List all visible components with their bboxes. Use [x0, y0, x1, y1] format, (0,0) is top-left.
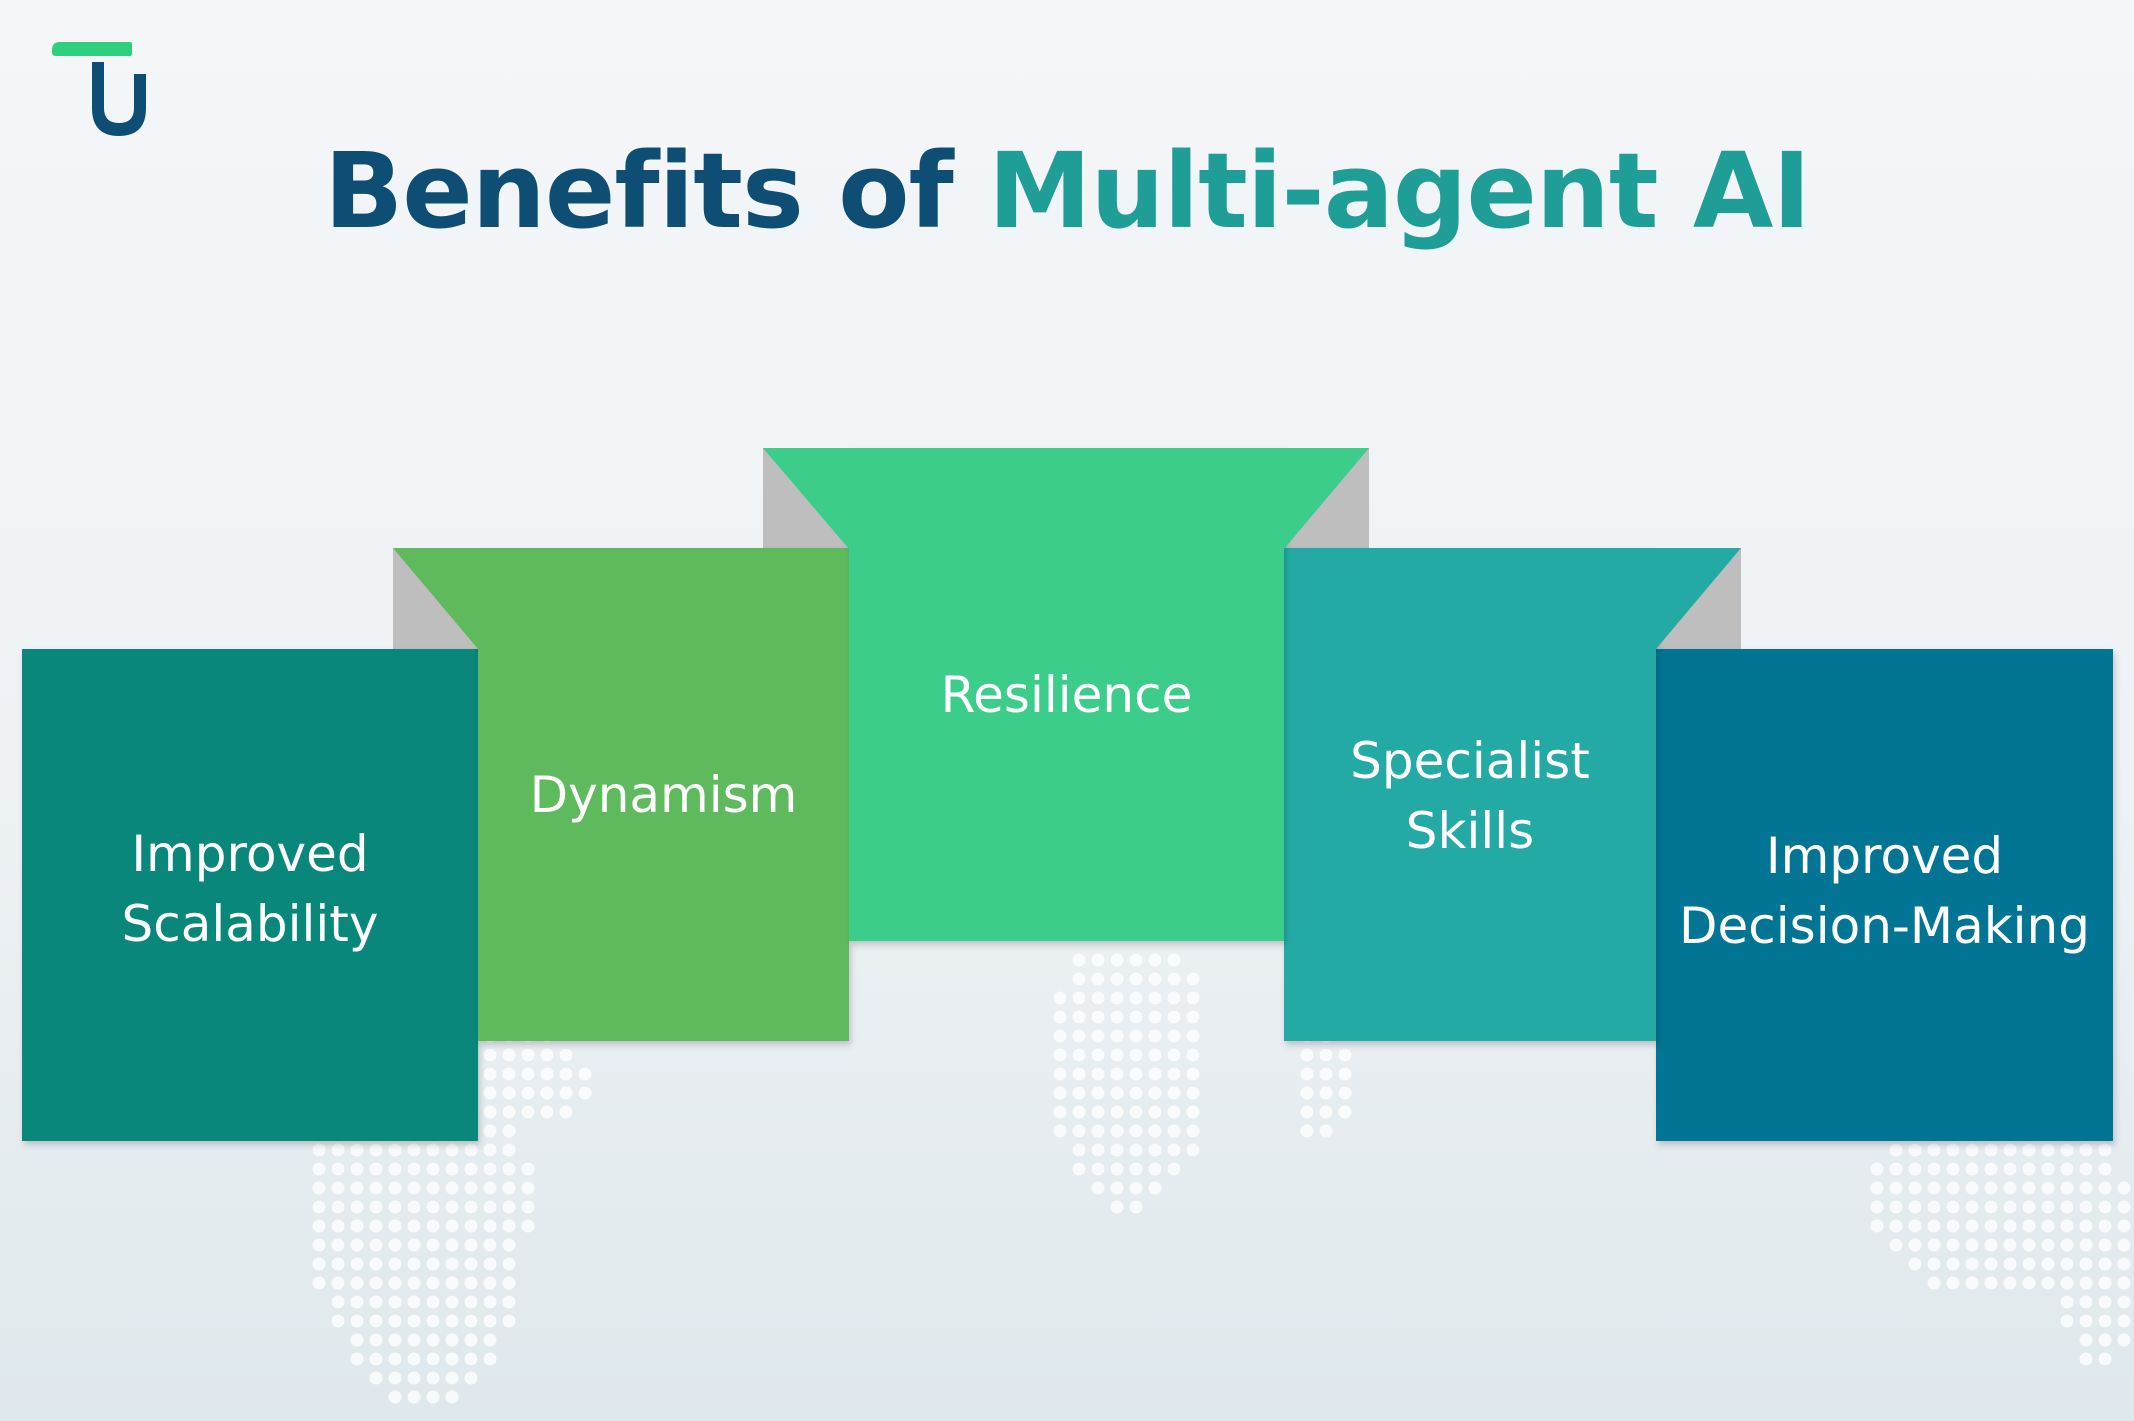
panel-label: Improved Scalability — [121, 825, 379, 953]
panel-label: Resilience — [940, 666, 1193, 724]
tu-logo-icon — [52, 42, 146, 136]
benefit-panel-dynamism: Dynamism — [478, 548, 849, 1041]
fold-triangle-left-outer — [393, 548, 478, 649]
fold-triangle-right-outer — [1656, 548, 1741, 649]
page-title: Benefits of Multi-agent AI — [0, 130, 2134, 252]
benefit-panel-improved-scalability: Improved Scalability — [22, 649, 478, 1141]
title-part-accent: Multi-agent AI — [988, 130, 1811, 252]
fold-triangle-left-inner — [763, 448, 849, 549]
fold-triangle-right-inner — [1284, 448, 1369, 549]
panel-label: Improved Decision-Making — [1679, 827, 2090, 955]
benefit-panel-improved-decision-making: Improved Decision-Making — [1656, 649, 2113, 1141]
title-part-dark: Benefits of — [323, 130, 954, 252]
panel-label: Dynamism — [529, 766, 798, 824]
benefit-panel-resilience: Resilience — [849, 448, 1284, 941]
benefit-panel-specialist-skills: Specialist Skills — [1284, 548, 1656, 1041]
panel-label: Specialist Skills — [1350, 732, 1590, 860]
